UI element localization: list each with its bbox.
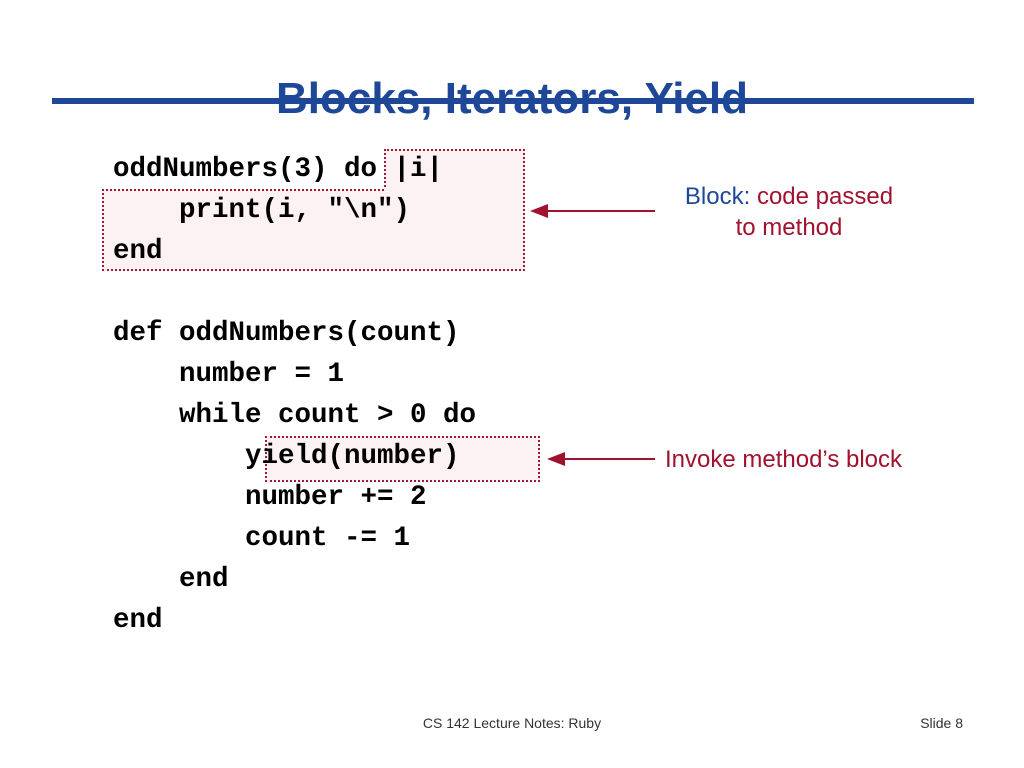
block-highlight-box-lower xyxy=(102,189,525,271)
code-line-12: end xyxy=(113,605,163,636)
title-underline xyxy=(52,98,974,104)
code-line-6: number = 1 xyxy=(113,359,345,390)
block-annotation-text: code passed xyxy=(756,183,894,210)
block-highlight-box xyxy=(384,149,525,191)
block-annotation-prefix: Block: xyxy=(684,183,751,210)
block-highlight-notch xyxy=(102,189,384,191)
footer-slide-number: Slide 8 xyxy=(920,715,963,731)
code-line-11: end xyxy=(113,564,229,595)
code-line-1: oddNumbers(3) do |i| xyxy=(113,154,444,185)
code-line-3: end xyxy=(113,236,163,267)
footer-course: CS 142 Lecture Notes: Ruby xyxy=(422,715,602,731)
yield-highlight-box xyxy=(265,436,540,482)
code-line-8: yield(number) xyxy=(113,441,460,472)
block-annotation: Block: code passed to method xyxy=(664,181,914,243)
code-line-10: count -= 1 xyxy=(113,523,411,554)
yield-annotation: Invoke method’s block xyxy=(665,446,903,473)
code-line-9: number += 2 xyxy=(113,482,427,513)
code-line-7: while count > 0 do xyxy=(113,400,477,431)
block-annotation-line-1: Block: code passed xyxy=(664,181,914,212)
code-line-2: print(i, "\n") xyxy=(113,195,411,226)
code-line-5: def oddNumbers(count) xyxy=(113,318,460,349)
block-annotation-line-2: to method xyxy=(735,214,843,241)
